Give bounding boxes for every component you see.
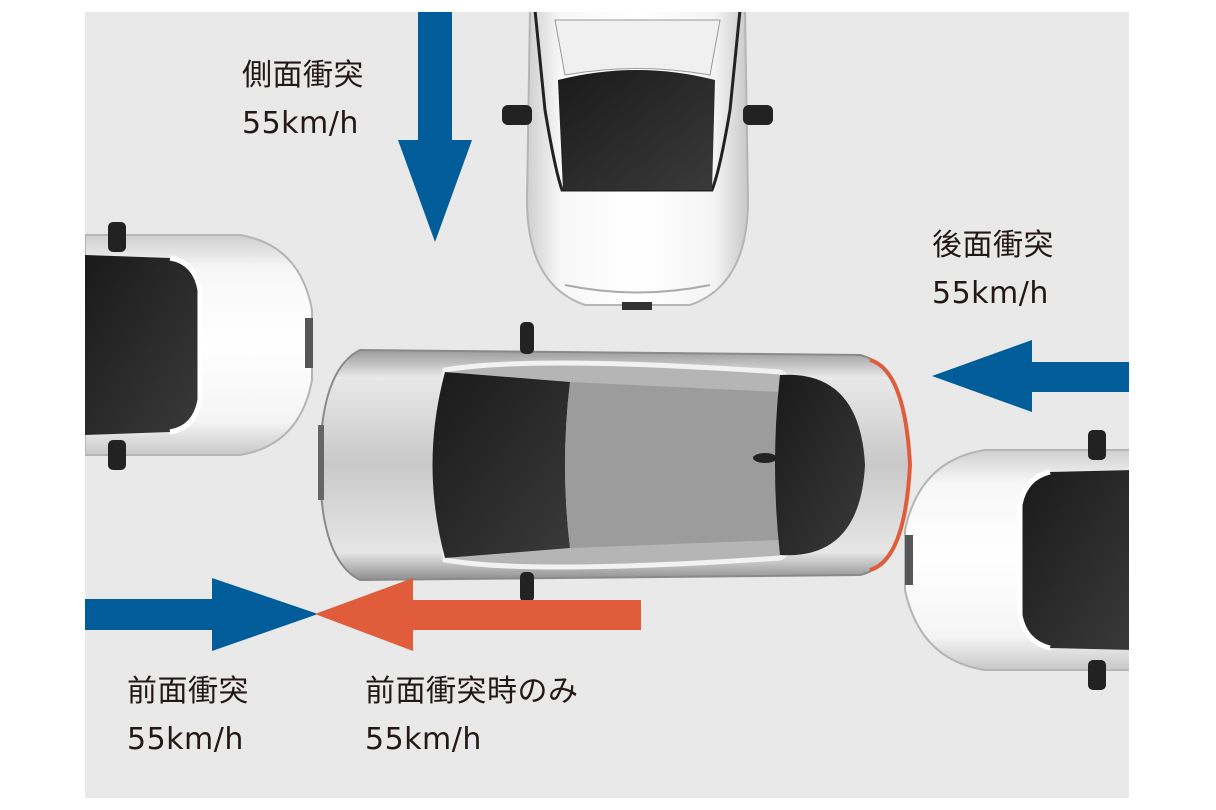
side-impact-label: 側面衝突 55km/h	[242, 52, 364, 148]
front-impact-title: 前面衝突	[127, 674, 249, 709]
car-center	[318, 322, 913, 602]
car-top	[502, 12, 773, 310]
front-only-arrow	[315, 578, 641, 651]
rear-impact-label: 後面衝突 55km/h	[932, 222, 1054, 318]
front-only-title: 前面衝突時のみ	[365, 674, 579, 709]
car-left	[85, 222, 313, 470]
car-right	[904, 430, 1129, 690]
front-impact-arrow	[85, 578, 318, 651]
side-impact-arrow	[398, 12, 472, 242]
front-only-label: 前面衝突時のみ 55km/h	[365, 668, 579, 764]
front-impact-label: 前面衝突 55km/h	[127, 668, 249, 764]
rear-impact-arrow	[932, 340, 1129, 412]
rear-impact-title: 後面衝突	[932, 228, 1054, 263]
side-impact-speed: 55km/h	[242, 106, 359, 141]
side-impact-title: 側面衝突	[242, 58, 364, 93]
front-impact-speed: 55km/h	[127, 722, 244, 757]
front-only-speed: 55km/h	[365, 722, 482, 757]
rear-impact-speed: 55km/h	[932, 276, 1049, 311]
